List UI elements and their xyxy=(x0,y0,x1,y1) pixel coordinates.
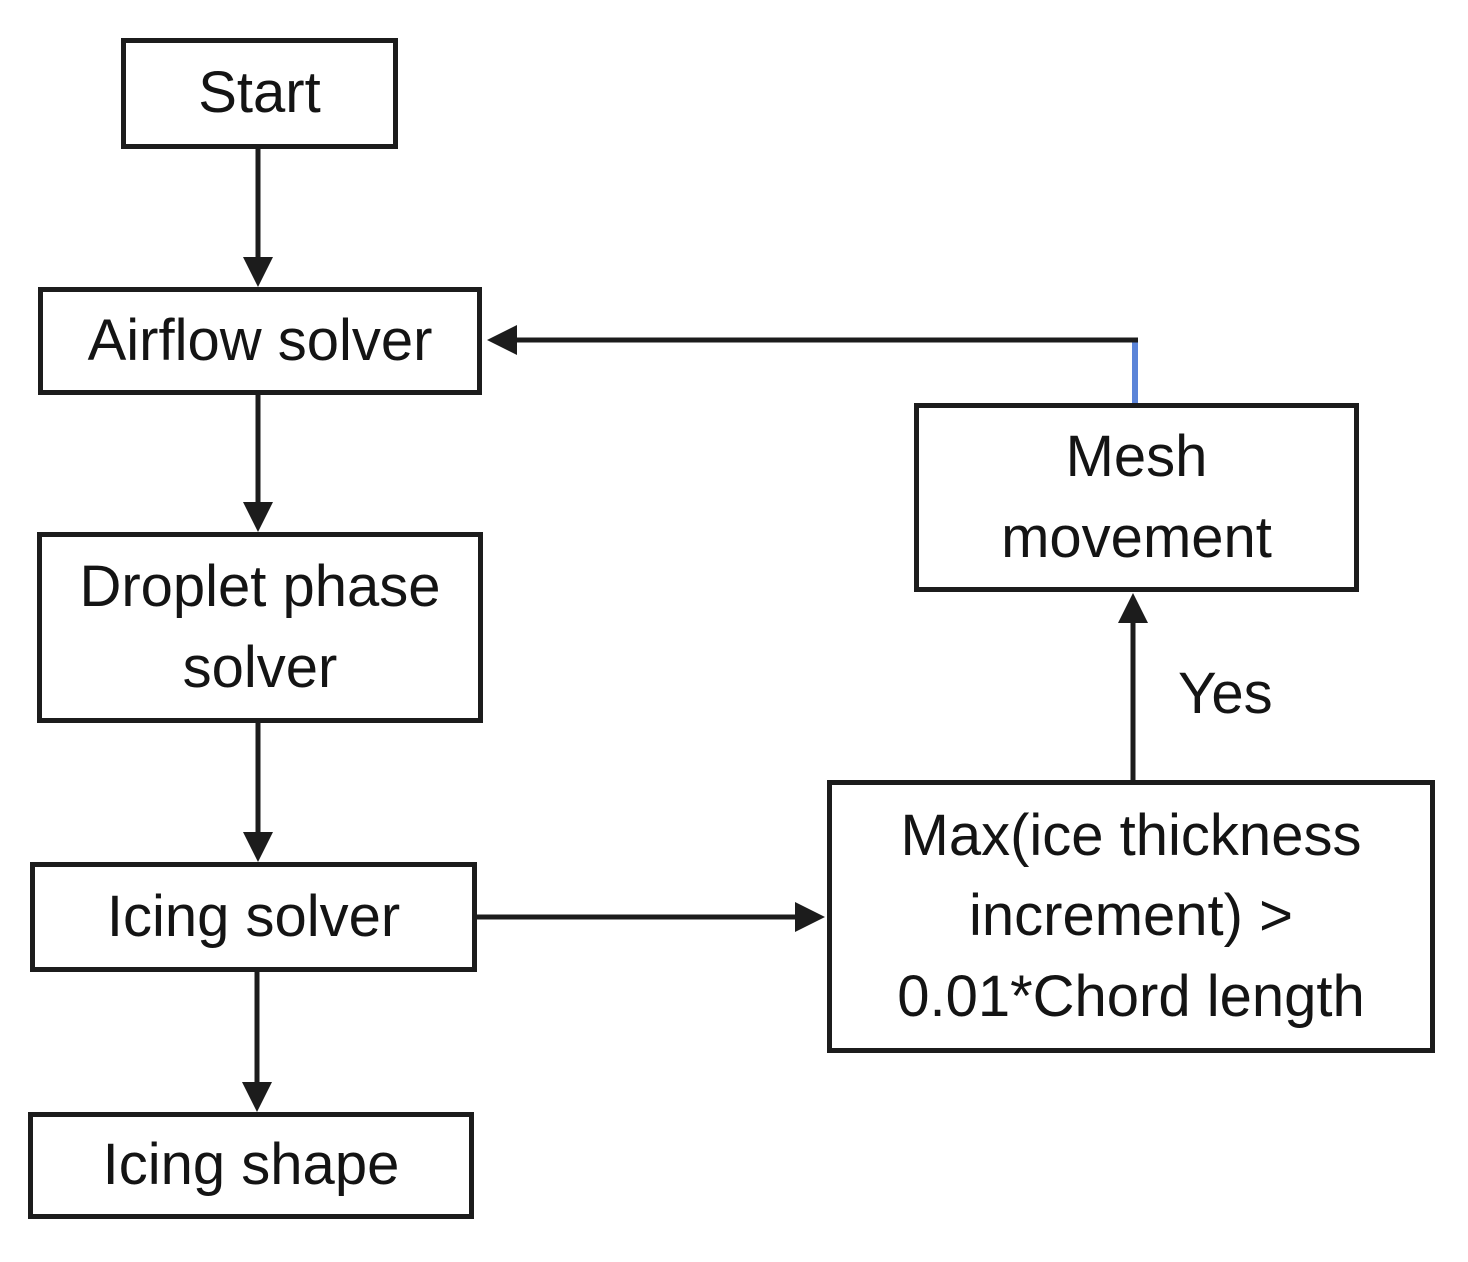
edge-airflow-to-droplet xyxy=(243,395,273,532)
node-icing-solver: Icing solver xyxy=(30,862,477,972)
node-icing-shape-label: Icing shape xyxy=(102,1132,400,1198)
node-icing-solver-label: Icing solver xyxy=(106,883,401,949)
node-icing-shape: Icing shape xyxy=(28,1112,474,1219)
node-droplet-phase-solver-label: Droplet phase solver xyxy=(79,554,441,700)
edge-start-to-airflow xyxy=(243,149,273,287)
edge-droplet-to-icing-solver xyxy=(243,723,273,862)
node-start-label: Start xyxy=(198,60,321,126)
node-start: Start xyxy=(121,38,398,149)
edge-mesh-to-airflow xyxy=(487,325,1138,403)
node-mesh-movement: Mesh movement xyxy=(914,403,1359,592)
edge-icing-solver-to-decision xyxy=(477,902,825,932)
node-airflow-solver: Airflow solver xyxy=(38,287,482,395)
node-decision-label: Max(ice thickness increment) > 0.01*Chor… xyxy=(897,803,1365,1029)
edge-label-yes: Yes xyxy=(1178,661,1273,726)
node-mesh-movement-label: Mesh movement xyxy=(1001,424,1272,570)
edge-icing-solver-to-icing-shape xyxy=(242,972,272,1112)
edge-decision-to-mesh xyxy=(1118,593,1148,780)
node-droplet-phase-solver: Droplet phase solver xyxy=(37,532,483,723)
node-decision-max-ice-thickness: Max(ice thickness increment) > 0.01*Chor… xyxy=(827,780,1435,1053)
node-airflow-solver-label: Airflow solver xyxy=(87,307,433,373)
